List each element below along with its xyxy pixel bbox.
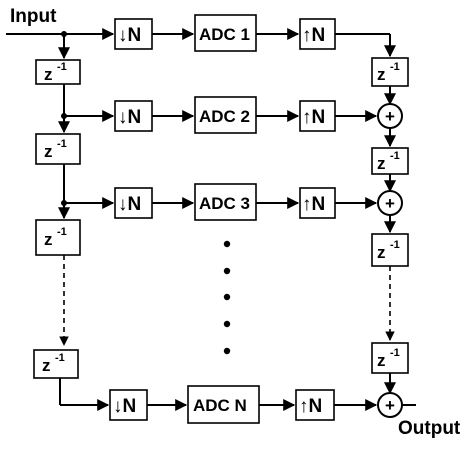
svg-text:z: z [44, 230, 53, 249]
svg-text:-1: -1 [390, 61, 400, 73]
adder-3: + [377, 190, 403, 216]
svg-text:↑N: ↑N [299, 396, 322, 417]
svg-text:z: z [44, 65, 53, 84]
svg-text:z: z [377, 154, 386, 173]
output-label: Output [398, 418, 461, 439]
adder-n: + [377, 392, 403, 418]
svg-text:↑N: ↑N [302, 25, 325, 46]
left-delay-3: z -1 [35, 219, 81, 256]
svg-text:↑N: ↑N [302, 107, 325, 128]
svg-text:↓N: ↓N [118, 25, 141, 46]
svg-text:ADC 3: ADC 3 [199, 194, 250, 213]
svg-text:↓N: ↓N [118, 194, 141, 215]
upsample-1: ↑N [299, 18, 336, 50]
svg-text:z: z [44, 142, 53, 161]
right-delay-3: z -1 [371, 233, 409, 267]
downsample-2: ↓N [114, 100, 153, 132]
svg-text:ADC N: ADC N [193, 396, 247, 415]
right-delay-1: z -1 [371, 57, 409, 87]
adc-2: ADC 2 [194, 96, 257, 134]
vertical-ellipsis [223, 240, 231, 355]
adder-2: + [377, 103, 403, 129]
svg-text:↓N: ↓N [113, 396, 136, 417]
svg-text:+: + [385, 396, 395, 415]
svg-text:-1: -1 [390, 347, 400, 359]
right-delay-n: z -1 [371, 342, 409, 374]
upsample-3: ↑N [299, 187, 336, 219]
svg-text:+: + [385, 107, 395, 126]
downsample-n: ↓N [109, 389, 148, 421]
downsample-1: ↓N [114, 18, 153, 50]
svg-text:z: z [377, 351, 386, 370]
svg-text:-1: -1 [55, 352, 65, 364]
svg-text:z: z [377, 65, 386, 84]
svg-text:-1: -1 [57, 138, 67, 150]
svg-text:-1: -1 [57, 61, 67, 73]
svg-text:z: z [42, 356, 51, 375]
right-delay-2: z -1 [371, 147, 409, 175]
row-wires [60, 28, 416, 411]
svg-text:+: + [385, 194, 395, 213]
adc-3: ADC 3 [194, 183, 257, 221]
svg-text:↑N: ↑N [302, 194, 325, 215]
input-label: Input [10, 6, 57, 27]
adc-1: ADC 1 [194, 14, 257, 52]
svg-text:z: z [377, 243, 386, 262]
upsample-n: ↑N [295, 389, 335, 421]
svg-text:-1: -1 [57, 226, 67, 238]
adc-n: ADC N [187, 385, 260, 424]
svg-text:ADC 2: ADC 2 [199, 107, 250, 126]
left-delay-n: z -1 [33, 349, 79, 379]
svg-text:ADC 1: ADC 1 [199, 25, 250, 44]
svg-text:-1: -1 [390, 150, 400, 162]
upsample-2: ↑N [299, 100, 336, 132]
downsample-3: ↓N [114, 187, 153, 219]
left-delay-2: z -1 [35, 133, 81, 165]
svg-text:↓N: ↓N [118, 107, 141, 128]
svg-text:-1: -1 [390, 239, 400, 251]
left-delay-1: z -1 [35, 59, 81, 85]
